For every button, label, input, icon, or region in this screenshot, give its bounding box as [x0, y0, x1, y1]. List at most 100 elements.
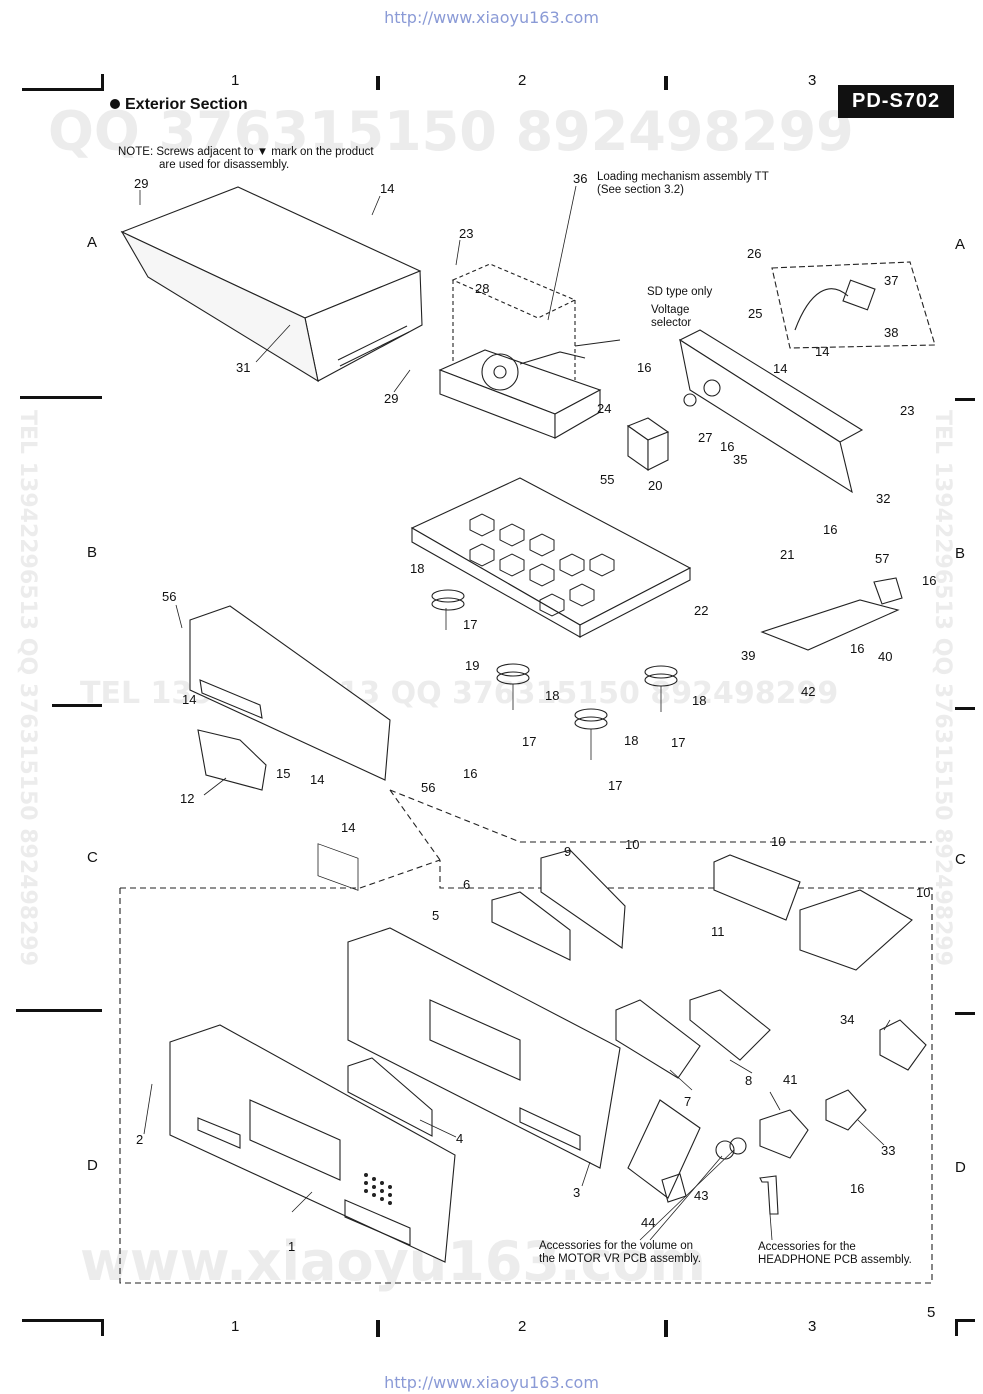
note-line-1: NOTE: Screws adjacent to ▼ mark on the p…: [118, 146, 374, 158]
headphone-label-2: HEADPHONE PCB assembly.: [758, 1254, 912, 1266]
part-label-14d: 14: [182, 692, 196, 707]
part-label-11: 11: [711, 924, 725, 939]
part-label-32: 32: [876, 491, 890, 506]
tick-mark-top-1: [376, 76, 380, 90]
side-mark-right-3: [955, 1012, 975, 1015]
bullet-icon: [110, 99, 120, 109]
part-label-23b: 23: [900, 403, 914, 418]
row-label-b-left: B: [87, 544, 98, 561]
part-label-17d: 17: [608, 778, 622, 793]
corner-mark-top-left: [22, 88, 104, 91]
part-label-18c: 18: [692, 693, 706, 708]
bottom-url: http://www.xiaoyu163.com: [384, 1373, 599, 1392]
part-label-56b: 56: [421, 780, 435, 795]
display-window-part: [347, 1057, 433, 1137]
accessory-parts: [627, 1099, 779, 1215]
motor-vr-label-2: the MOTOR VR PCB assembly.: [539, 1253, 701, 1265]
part-label-16d: 16: [922, 573, 936, 588]
connector-8-part: [689, 989, 771, 1061]
part-label-36: 36: [573, 171, 587, 186]
headphone-label-1: Accessories for the: [758, 1241, 856, 1253]
col-label-1-top: 1: [231, 72, 240, 89]
part-label-34: 34: [840, 1012, 854, 1027]
lower-section-frame: [119, 789, 933, 1284]
part-label-12: 12: [180, 791, 194, 806]
part-label-7: 7: [684, 1094, 691, 1109]
part-label-17c: 17: [671, 735, 685, 750]
part-label-10a: 10: [771, 834, 785, 849]
section-title: Exterior Section: [125, 96, 248, 113]
part-label-37: 37: [884, 273, 898, 288]
part-label-9: 9: [564, 844, 571, 859]
part-label-14a: 14: [380, 181, 394, 196]
row-label-d-left: D: [87, 1157, 98, 1174]
chassis-part: [410, 477, 692, 638]
note-line-2: are used for disassembly.: [159, 159, 290, 171]
part-label-4: 4: [456, 1131, 463, 1146]
watermark-top: QQ 376315150 892498299: [48, 100, 854, 163]
side-mark-right-2: [955, 707, 975, 710]
part-label-18b: 18: [545, 688, 559, 703]
part-label-16e: 16: [850, 641, 864, 656]
part-label-39: 39: [741, 648, 755, 663]
part-label-15: 15: [276, 766, 290, 781]
side-mark-right-1: [955, 398, 975, 401]
part-label-1: 1: [288, 1239, 295, 1254]
transformer-part: [626, 417, 670, 472]
voltage-label-2: selector: [651, 317, 692, 329]
watermark-bottom: www.xiaoyu163.com: [80, 1230, 706, 1293]
part-label-17b: 17: [522, 734, 536, 749]
top-url: http://www.xiaoyu163.com: [384, 8, 599, 27]
jack-pcb-part: [799, 889, 913, 971]
side-mark-left-3: [16, 1009, 102, 1012]
front-panel-upper-part: [189, 605, 391, 891]
row-label-b-right: B: [955, 545, 966, 562]
loading-mechanism-part: [438, 263, 621, 439]
foot-parts: [431, 589, 678, 730]
voltage-label-1: Voltage: [651, 304, 690, 316]
sub-pcb-part: [760, 577, 903, 651]
part-label-42: 42: [801, 684, 815, 699]
door-part: [197, 729, 267, 791]
loading-mech-label-1: Loading mechanism assembly TT: [597, 171, 769, 183]
part-label-16b: 16: [720, 439, 734, 454]
part-label-18d: 18: [624, 733, 638, 748]
part-label-33: 33: [881, 1143, 895, 1158]
side-mark-left-1: [20, 396, 102, 399]
part-label-18a: 18: [410, 561, 424, 576]
part-label-44: 44: [641, 1215, 655, 1230]
page-number: 5: [927, 1304, 936, 1321]
part-label-27: 27: [698, 430, 712, 445]
col-label-2-bottom: 2: [518, 1318, 527, 1335]
tick-mark-bottom-2: [664, 1320, 668, 1337]
part-label-14f: 14: [341, 820, 355, 835]
tick-mark-bottom-1: [376, 1320, 380, 1337]
corner-mark-bottom-right: [955, 1319, 975, 1322]
col-label-2-top: 2: [518, 72, 527, 89]
col-label-3-top: 3: [808, 72, 817, 89]
rear-panel-part: [678, 329, 864, 494]
part-label-14c: 14: [773, 361, 787, 376]
row-label-a-left: A: [87, 234, 98, 251]
part-label-29b: 29: [384, 391, 398, 406]
part-label-14e: 14: [310, 772, 324, 787]
part-label-2: 2: [136, 1132, 143, 1147]
part-label-17a: 17: [463, 617, 477, 632]
part-label-14b: 14: [815, 344, 829, 359]
part-label-23a: 23: [459, 226, 473, 241]
part-label-16f: 16: [463, 766, 477, 781]
loading-mech-label-2: (See section 3.2): [597, 184, 684, 196]
part-label-3: 3: [573, 1185, 580, 1200]
motor-vr-label-1: Accessories for the volume on: [539, 1240, 694, 1252]
part-label-16c: 16: [823, 522, 837, 537]
side-mark-left-2: [52, 704, 102, 707]
part-label-28: 28: [475, 281, 489, 296]
part-label-43: 43: [694, 1188, 708, 1203]
part-label-16g: 16: [850, 1181, 864, 1196]
part-label-38: 38: [884, 325, 898, 340]
part-label-8: 8: [745, 1073, 752, 1088]
row-label-a-right: A: [955, 236, 966, 253]
part-label-35: 35: [733, 452, 747, 467]
pcb-11-part: [713, 854, 801, 921]
